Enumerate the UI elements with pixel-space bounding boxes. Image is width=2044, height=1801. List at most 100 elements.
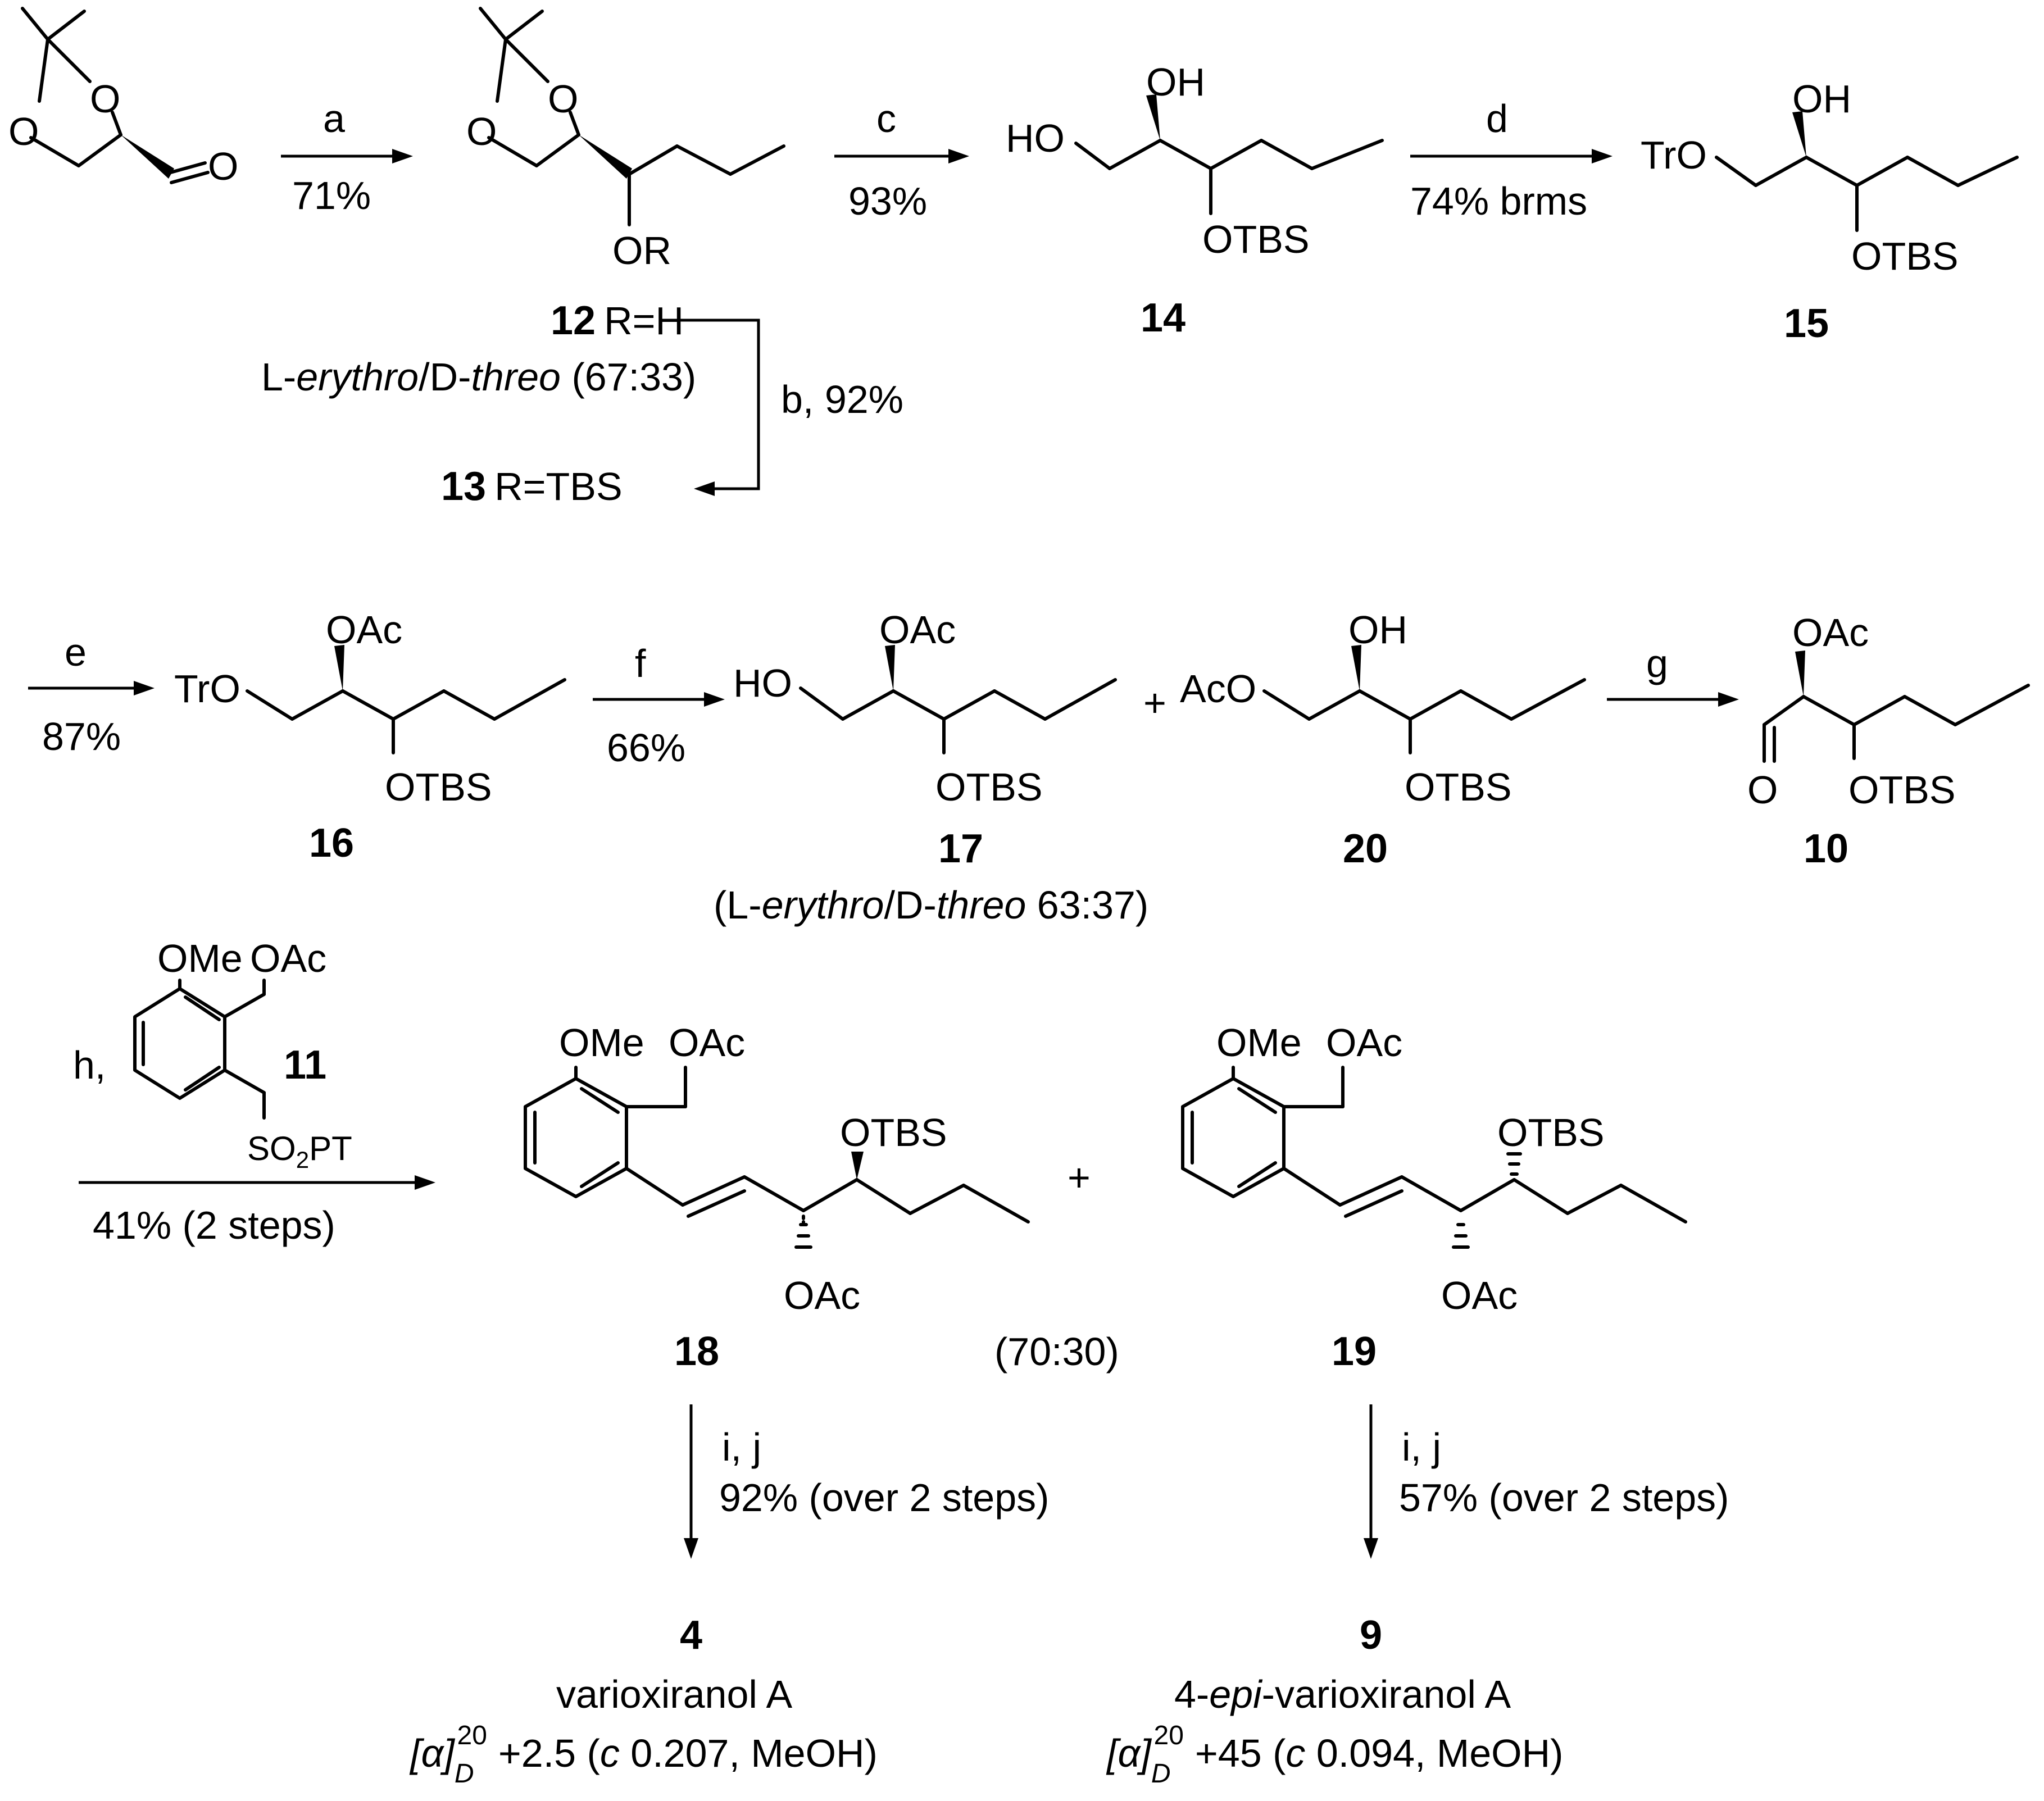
or-group: OR <box>612 229 671 272</box>
compound-12-structure: O O OR <box>466 7 785 272</box>
step-a-label: a <box>323 97 345 140</box>
optical-rotation: [α]D20+45 (c 0.094, MeOH) <box>1106 1721 1563 1789</box>
compound-number: 20 <box>1343 826 1388 871</box>
compound-name: 4-epi-varioxiranol A <box>1174 1672 1511 1716</box>
compound-20-structure: AcO OH OTBS 20 <box>1180 608 1586 871</box>
step-f-yield: 66% <box>607 726 685 770</box>
tro-group: TrO <box>1641 133 1707 177</box>
step-d-yield: 74% brms <box>1410 179 1587 223</box>
step-ij-label: i, j <box>722 1425 761 1469</box>
compound-10-structure: O OAc OTBS 10 <box>1747 611 2030 871</box>
step-ij-yield: 92% (over 2 steps) <box>719 1476 1049 1520</box>
ho-group: HO <box>1006 116 1065 160</box>
otbs-group: OTBS <box>1851 234 1959 278</box>
compound-number: 11 <box>284 1043 326 1088</box>
compound-number: 13 <box>441 464 486 509</box>
compound-number: 4 <box>680 1613 702 1658</box>
starting-aldehyde: O O O <box>8 7 238 188</box>
tro-group: TrO <box>174 667 240 711</box>
otbs-group: OTBS <box>1848 768 1956 812</box>
arrow-b: b, 92% <box>674 319 903 496</box>
otbs-group: OTBS <box>935 765 1043 809</box>
ome-group: OMe <box>559 1021 644 1065</box>
arrow-g: g <box>1607 642 1739 707</box>
arrow-f: f 66% <box>593 642 725 770</box>
plus-sign: + <box>1143 681 1166 725</box>
arrow-h: 41% (2 steps) <box>79 1175 435 1247</box>
aldehyde-oxygen: O <box>1747 768 1778 812</box>
product-9: 9 4-epi-varioxiranol A [α]D20+45 (c 0.09… <box>1106 1613 1563 1789</box>
oac-group: OAc <box>326 608 402 652</box>
oac-group: OAc <box>879 608 956 652</box>
step-ij-yield: 57% (over 2 steps) <box>1399 1476 1729 1520</box>
compound-17-structure: HO OAc OTBS 17 (L-erythro/D-threo 63:37) <box>714 608 1148 927</box>
ome-group: OMe <box>1216 1021 1302 1065</box>
step-f-label: f <box>635 642 646 685</box>
compound-19-structure: OMe OAc OTBS OAc 19 <box>1181 1021 1687 1374</box>
product-4: 4 varioxiranol A [α]D20+2.5 (c 0.207, Me… <box>409 1613 878 1789</box>
oh-group: OH <box>1146 60 1205 104</box>
compound-14-structure: HO OH OTBS 14 <box>1006 60 1384 340</box>
step-b-label: b, 92% <box>781 378 903 421</box>
oac-group: OAc <box>1441 1274 1518 1317</box>
diastereomer-ratio-12: L-erythro/D-threo (67:33) <box>261 355 696 399</box>
so2pt-group: SO2PT <box>247 1130 352 1173</box>
step-e-yield: 87% <box>42 715 121 758</box>
arrow-ij-left: i, j 92% (over 2 steps) <box>684 1404 1049 1559</box>
oac-group: OAc <box>784 1274 860 1317</box>
step-ij-label: i, j <box>1402 1425 1441 1469</box>
compound-number: 15 <box>1784 301 1829 346</box>
step-e-label: e <box>65 630 87 674</box>
oac-group: OAc <box>669 1021 745 1065</box>
compound-18-structure: OMe OAc OTBS OAc 18 <box>524 1021 1030 1374</box>
svg-text:13R=TBS: 13R=TBS <box>441 464 623 509</box>
otbs-group: OTBS <box>1405 765 1512 809</box>
step-c-label: c <box>876 97 896 140</box>
optical-rotation: [α]D20+2.5 (c 0.207, MeOH) <box>409 1721 878 1789</box>
step-h-yield: 41% (2 steps) <box>93 1203 335 1247</box>
ring-oxygen: O <box>90 77 120 121</box>
oac-group: OAc <box>1792 611 1869 654</box>
arrow-ij-right: i, j 57% (over 2 steps) <box>1364 1404 1729 1559</box>
diastereomer-ratio-17: (L-erythro/D-threo 63:37) <box>714 883 1148 927</box>
step-g-label: g <box>1646 642 1668 685</box>
otbs-group: OTBS <box>840 1111 947 1154</box>
compound-16-structure: TrO OAc OTBS 16 <box>174 608 566 866</box>
arrow-e: e 87% <box>28 630 155 758</box>
compound-number: 19 <box>1332 1329 1377 1374</box>
otbs-group: OTBS <box>1497 1111 1605 1154</box>
compound-number: 12 <box>551 298 596 343</box>
otbs-group: OTBS <box>385 765 492 809</box>
oac-group: OAc <box>1326 1021 1402 1065</box>
r-definition: R=TBS <box>494 465 623 508</box>
aldehyde-oxygen: O <box>208 144 238 188</box>
step-d-label: d <box>1486 97 1508 140</box>
oh-group: OH <box>1792 77 1851 121</box>
ring-oxygen: O <box>466 110 497 153</box>
compound-number: 17 <box>938 826 983 871</box>
otbs-group: OTBS <box>1202 217 1310 261</box>
oh-group: OH <box>1348 608 1407 652</box>
arrow-a: a 71% <box>281 97 413 217</box>
compound-number: 16 <box>309 821 354 866</box>
r-definition: R=H <box>604 299 684 343</box>
step-c-yield: 93% <box>848 179 927 223</box>
step-a-yield: 71% <box>292 174 371 217</box>
product-ratio: (70:30) <box>994 1330 1119 1374</box>
compound-number: 10 <box>1804 826 1848 871</box>
reagent-11-structure: OMe OAc h, 11 SO2PT <box>73 936 352 1173</box>
aco-group: AcO <box>1180 667 1256 711</box>
ome-group: OMe <box>157 936 243 980</box>
arrow-d: d 74% brms <box>1410 97 1613 223</box>
plus-sign: + <box>1068 1156 1091 1199</box>
compound-number: 9 <box>1360 1613 1382 1658</box>
svg-text:12R=H: 12R=H <box>551 298 684 343</box>
ho-group: HO <box>733 661 792 705</box>
compound-15-structure: TrO OH OTBS 15 <box>1641 77 2019 346</box>
arrow-c: c 93% <box>834 97 969 223</box>
ring-oxygen: O <box>8 110 39 153</box>
compound-name: varioxiranol A <box>556 1672 793 1716</box>
ring-oxygen: O <box>548 77 578 121</box>
compound-number: 14 <box>1141 295 1185 340</box>
